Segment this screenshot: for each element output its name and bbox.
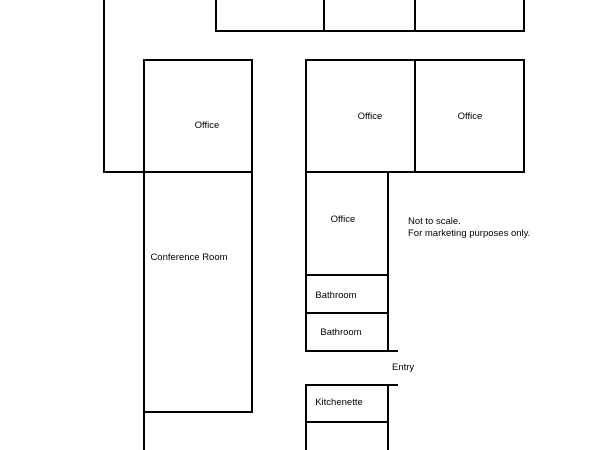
label-office-right-a: Office [358,111,383,122]
label-kitchenette: Kitchenette [315,397,363,408]
label-bathroom-1: Bathroom [315,290,356,301]
note-line-2: For marketing purposes only. [408,228,530,239]
room-labels: Office Office Office Office Conference R… [150,111,482,408]
note-line-1: Not to scale. [408,216,461,227]
label-office-left: Office [195,120,220,131]
room-office-left [143,59,253,173]
label-entry: Entry [392,362,414,373]
label-office-right-b: Office [458,111,483,122]
label-office-middle: Office [331,214,356,225]
label-conference-room: Conference Room [150,252,227,263]
label-bathroom-2: Bathroom [320,327,361,338]
walls [103,0,525,450]
disclaimer-note: Not to scale. For marketing purposes onl… [408,216,530,239]
room-office-right-b [414,59,525,173]
